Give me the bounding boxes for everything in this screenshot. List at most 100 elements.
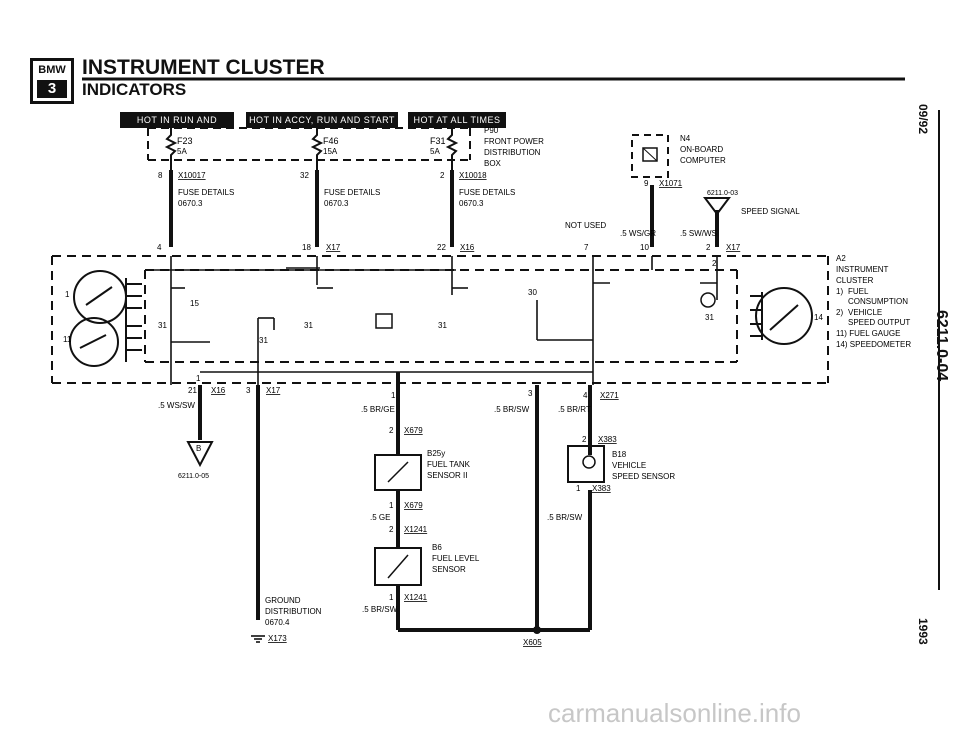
fuse-f23-rating: 5A: [177, 147, 187, 156]
gauge-11-label: 11: [63, 335, 72, 344]
speed-signal-ref-arrow: [703, 197, 731, 216]
b25y-id: B25y: [427, 449, 445, 458]
conn-pin22: 22: [437, 243, 446, 252]
hot-in-run-and-start-box: HOT IN RUN AND START: [120, 112, 234, 141]
fuse-details-ref-1: 0670.3: [178, 199, 203, 208]
wire-sw-ws: .5 SW/WS: [680, 229, 717, 238]
pin-31e-label: 31: [705, 313, 714, 322]
conn-x605: X605: [523, 638, 542, 647]
b6-id: B6: [432, 543, 442, 552]
conn-x383: X383: [598, 435, 617, 444]
fuse-f31-label: F31: [430, 136, 446, 146]
cluster-line2: CLUSTER: [836, 276, 874, 285]
fuse-f23-symbol: [164, 128, 178, 170]
conn-x1241b-pin: 1: [389, 593, 394, 602]
obc-id: N4: [680, 134, 691, 143]
cluster-item1-num: 1): [836, 287, 843, 296]
conn-x1241: X1241: [404, 525, 428, 534]
conn-x383b: X383: [592, 484, 611, 493]
conn-pin2: 2: [706, 243, 711, 252]
b18-line1: VEHICLE: [612, 461, 646, 470]
page-title: INSTRUMENT CLUSTER: [82, 56, 325, 79]
fuel-tank-sensor-symbol: [374, 454, 422, 491]
speedometer-gauge-icon: [755, 287, 813, 345]
conn-x679: X679: [404, 426, 423, 435]
gauge-1-label: 1: [65, 290, 70, 299]
not-used-label: NOT USED: [565, 221, 606, 230]
watermark: carmanualsonline.info: [548, 698, 801, 728]
conn-pin3: 3: [246, 386, 251, 395]
vehicle-speed-sensor-symbol: [567, 445, 605, 483]
ground-line1: GROUND: [265, 596, 301, 605]
conn-x17b: X17: [726, 243, 741, 252]
fuse-f31-symbol: [445, 128, 459, 170]
pin-31c-label: 31: [438, 321, 447, 330]
wire-ws-sw: .5 WS/SW: [158, 401, 195, 410]
wire-ws-gr: .5 WS/GR: [620, 229, 656, 238]
conn-pin21: 21: [188, 386, 197, 395]
wire-br-sw-2: .5 BR/SW: [547, 513, 583, 522]
conn-x10017: X10017: [178, 171, 206, 180]
conn-x17a: X17: [326, 243, 341, 252]
fuse-details-ref-3: 0670.3: [459, 199, 484, 208]
logo-series: 3: [37, 80, 67, 98]
conn-x1071: X1071: [659, 179, 683, 188]
bmw-series-logo: BMW 3: [30, 58, 74, 104]
conn-x16b: X16: [211, 386, 226, 395]
gauge-14-label: 14: [814, 313, 823, 322]
conn-pin1a: 1: [391, 391, 396, 400]
obc-line1: ON-BOARD: [680, 145, 723, 154]
obc-module-icon: [642, 147, 658, 162]
sidebar-year: 1993: [916, 618, 930, 645]
hot-at-all-times-box: HOT AT ALL TIMES: [408, 112, 506, 128]
fuse-f23-label: F23: [177, 136, 193, 146]
pin-31d-label: 31: [259, 336, 268, 345]
down-ref-label: 6211.0-05: [178, 473, 209, 480]
fpdb-line2: DISTRIBUTION: [484, 148, 541, 157]
conn-pin4: 4: [157, 243, 162, 252]
conn-pin4b: 4: [583, 391, 588, 400]
cluster-item1-a: FUEL: [848, 287, 869, 296]
conn-pin3b: 3: [528, 389, 533, 398]
conn-x1241-pin: 2: [389, 525, 394, 534]
ground-line2: DISTRIBUTION: [265, 607, 322, 616]
fuse-f46-rating: 15A: [323, 147, 338, 156]
fpdb-line1: FRONT POWER: [484, 137, 544, 146]
conn-x17c: X17: [266, 386, 281, 395]
fuel-level-sensor-symbol: [374, 547, 422, 586]
wire-br-sw-3: .5 BR/SW: [362, 605, 398, 614]
cluster-item4: 14) SPEEDOMETER: [836, 340, 911, 349]
cluster-item3: 11) FUEL GAUGE: [836, 329, 900, 338]
fpdb-line3: BOX: [484, 159, 502, 168]
conn-x10018-pin: 2: [440, 171, 445, 180]
conn-x383-pin: 2: [582, 435, 587, 444]
wire-ge: .5 GE: [370, 513, 390, 522]
down-ref-letter: B: [196, 444, 201, 453]
conn-x271: X271: [600, 391, 619, 400]
pin-30-label: 30: [528, 288, 537, 297]
conn-x173: X173: [268, 634, 287, 643]
fuse-f46-symbol: [310, 128, 324, 170]
b6-line1: FUEL LEVEL: [432, 554, 480, 563]
conn-x679b: X679: [404, 501, 423, 510]
obc-line2: COMPUTER: [680, 156, 726, 165]
b25y-line2: SENSOR II: [427, 471, 467, 480]
wire-br-rt: .5 BR/RT: [558, 405, 591, 414]
pin-31a-label: 31: [158, 321, 167, 330]
b18-line2: SPEED SENSOR: [612, 472, 675, 481]
sidebar-page-number: 6211.0-04: [933, 310, 950, 382]
cluster-item2-num: 2): [836, 308, 843, 317]
speed-signal-label: SPEED SIGNAL: [741, 207, 800, 216]
conn-x679b-pin: 1: [389, 501, 394, 510]
pin-31b-label: 31: [304, 321, 313, 330]
conn-x1241b: X1241: [404, 593, 428, 602]
fuse-details-label-2: FUSE DETAILS: [324, 188, 380, 197]
b25y-line1: FUEL TANK: [427, 460, 471, 469]
conn-pin32: 32: [300, 171, 309, 180]
fuse-details-label-3: FUSE DETAILS: [459, 188, 515, 197]
pin-1-label: 1: [196, 374, 201, 383]
fpdb-id: P90: [484, 126, 499, 135]
fuse-f46-label: F46: [323, 136, 339, 146]
sidebar-date: 09/92: [916, 104, 930, 135]
b6-line2: SENSOR: [432, 565, 466, 574]
